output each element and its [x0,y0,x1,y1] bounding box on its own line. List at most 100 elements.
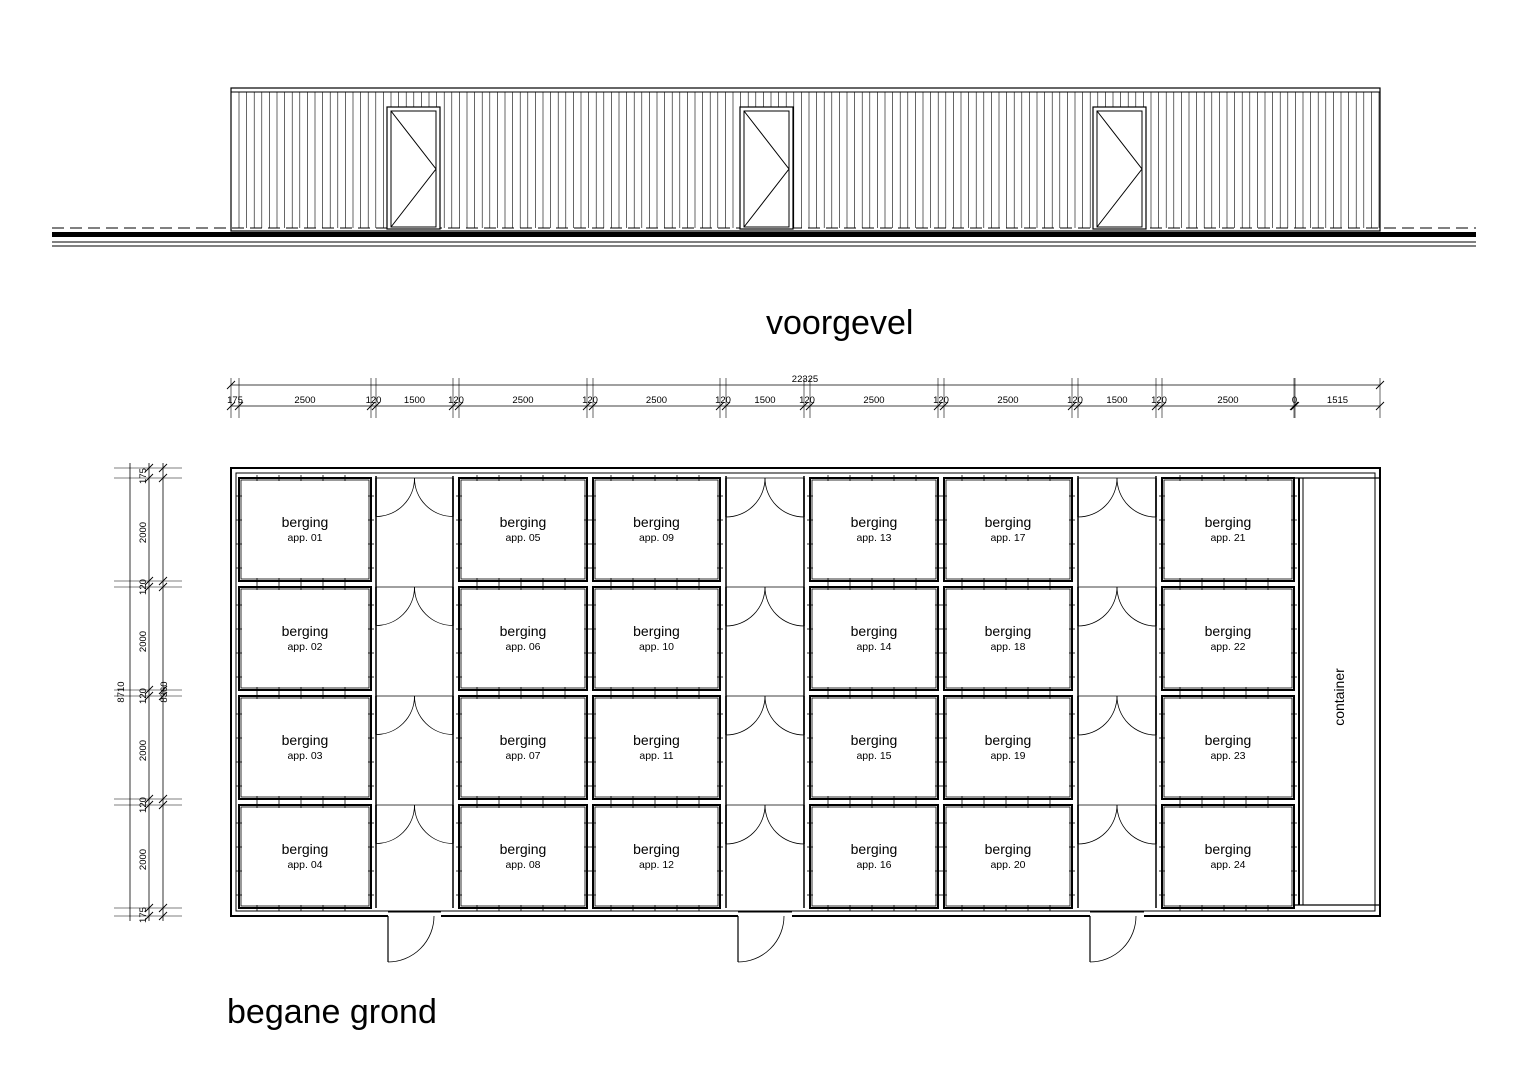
dimension-segment-label: 2500 [863,395,884,406]
dimension-tick [144,800,154,810]
storage-room [238,477,372,582]
room-label: berging [282,514,329,530]
door-swing-arc [375,586,415,626]
dimension-segment-label: 120 [799,395,815,406]
dimension-segment-label: 2000 [138,522,149,543]
storage-room [458,477,588,582]
room-app-number: app. 12 [639,859,674,871]
storage-room [1161,804,1295,909]
door-swing-arc [414,586,454,626]
dimension-tick [1375,380,1385,390]
room-app-number: app. 23 [1210,750,1245,762]
ground-line-thick [52,232,1476,237]
dimension-tick [158,463,168,473]
storage-room [809,477,939,582]
dimension-segment-label: 120 [448,395,464,406]
front-door-1 [386,106,441,230]
dimension-segment-label: 2500 [997,395,1018,406]
dimension-segment-label: 120 [582,395,598,406]
dimension-tick [158,800,168,810]
floor-plan-title: begane grond [227,993,437,1031]
dimension-segment-label: 2500 [512,395,533,406]
dimension-tick [715,401,725,411]
dimension-tick [144,691,154,701]
door-swing-arc [1116,804,1157,845]
storage-room [809,586,939,691]
storage-room [943,586,1073,691]
door-swing-arc [1116,477,1157,518]
room-app-number: app. 24 [1210,859,1245,871]
front-elevation [52,87,1476,247]
room-label: berging [985,732,1032,748]
dimension-tick [144,576,154,586]
door-swing-arc [725,804,766,845]
storage-room-inner [1163,806,1293,907]
dimension-tick [226,380,236,390]
room-app-number: app. 22 [1210,641,1245,653]
door-swing-arc [1116,695,1157,736]
dimension-tick [448,401,458,411]
room-app-number: app. 13 [856,532,891,544]
room-label: berging [633,841,680,857]
storage-room [592,804,721,909]
storage-room [943,695,1073,800]
entry-opening [738,912,792,920]
room-label: berging [500,623,547,639]
dimension-tick [933,401,943,411]
dimension-tick [1067,401,1077,411]
room-label: berging [500,732,547,748]
room-label: berging [851,514,898,530]
door-swing-arc [764,804,805,845]
room-label: berging [1205,732,1252,748]
storage-room-inner [240,479,370,580]
dimension-tick [1290,401,1300,411]
room-app-number: app. 15 [856,750,891,762]
room-label: berging [633,732,680,748]
storage-room-inner [945,479,1071,580]
entry-door-swing-arc [1089,915,1137,963]
room-label: berging [500,514,547,530]
door-swing-arc [1077,477,1118,518]
room-label: berging [633,514,680,530]
dimension-segment-label: 0 [1292,395,1297,406]
room-app-number: app. 14 [856,641,891,653]
dimension-tick [1375,401,1385,411]
storage-room-inner [945,806,1071,907]
front-door-2 [739,106,794,230]
storage-room-inner [1163,588,1293,689]
room-app-number: app. 21 [1210,532,1245,544]
room-label: berging [1205,623,1252,639]
storage-room-inner [1163,697,1293,798]
dimension-tick [454,401,464,411]
dimension-segment-label: 120 [933,395,949,406]
dimension-tick [371,401,381,411]
dimension-tick [799,401,809,411]
dimension-segment-label: 2000 [138,740,149,761]
dimension-tick [158,473,168,483]
door-swing-marker [390,110,437,228]
door-swing-arc [725,695,766,736]
door-swing-arc [375,804,415,844]
dimension-tick [144,463,154,473]
storage-room [238,586,372,691]
dimension-segment-label: 120 [715,395,731,406]
dimension-segment-label: 1515 [1327,395,1348,406]
dimension-tick [366,401,376,411]
room-app-number: app. 19 [990,750,1025,762]
front-door-3 [1092,106,1147,230]
dimension-segment-label: 2000 [138,849,149,870]
dimension-total-label: 22325 [792,374,818,385]
room-label: berging [851,623,898,639]
storage-room [592,477,721,582]
storage-room [238,804,372,909]
dimension-tick [158,685,168,695]
storage-room [943,804,1073,909]
storage-room-inner [240,697,370,798]
room-app-number: app. 05 [505,532,540,544]
dimension-tick [721,401,731,411]
room-app-number: app. 11 [639,750,673,762]
room-label: berging [1205,841,1252,857]
door-swing-arc [1077,804,1118,845]
